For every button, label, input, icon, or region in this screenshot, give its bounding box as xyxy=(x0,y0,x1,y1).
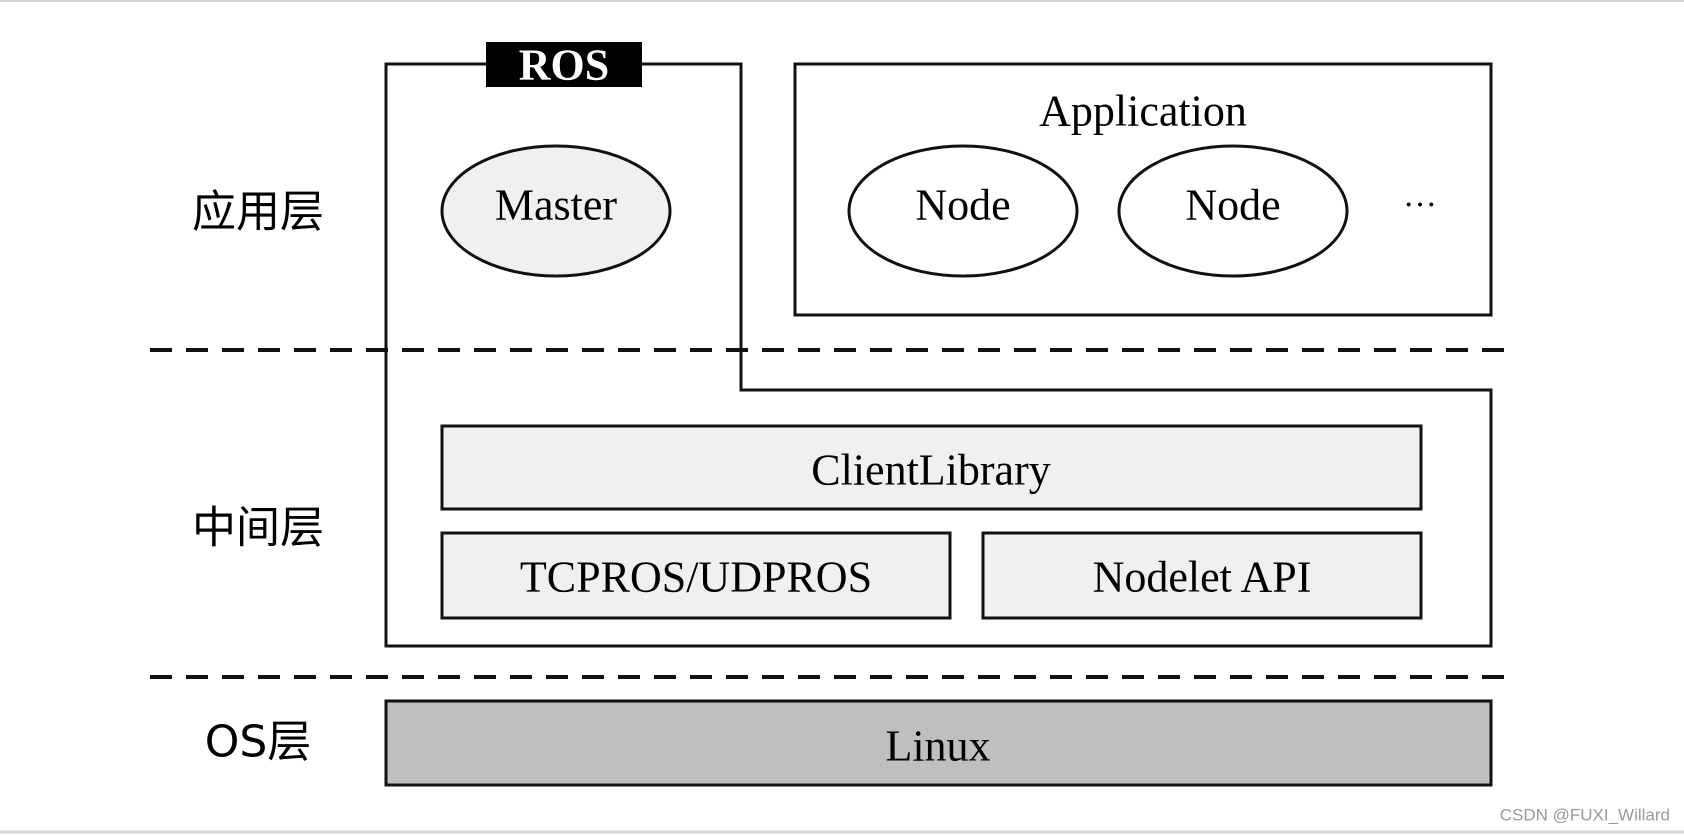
nodelet-api-label: Nodelet API xyxy=(1093,553,1312,602)
ros-tab-label: ROS xyxy=(519,41,609,90)
node-ellipse-2 xyxy=(1117,144,1349,278)
layer-label-os: OS层 xyxy=(205,717,312,768)
node-ellipse-1 xyxy=(847,144,1079,278)
layer-label-application: 应用层 xyxy=(192,187,324,238)
transport-box xyxy=(440,531,952,620)
master-ellipse xyxy=(440,144,672,278)
client-library-label: ClientLibrary xyxy=(811,446,1051,495)
linux-label: Linux xyxy=(885,722,990,771)
linux-box xyxy=(384,699,1493,787)
transport-label: TCPROS/UDPROS xyxy=(520,553,872,602)
master-label: Master xyxy=(495,181,618,230)
application-title: Application xyxy=(1039,87,1247,136)
node-label-2: Node xyxy=(1185,181,1280,230)
node-label-1: Node xyxy=(915,181,1010,230)
client-library-box xyxy=(440,424,1423,511)
watermark: CSDN @FUXI_Willard xyxy=(1500,806,1670,825)
ros-tab xyxy=(486,42,642,87)
ros-boundary xyxy=(384,62,1493,648)
nodelet-api-box xyxy=(981,531,1423,620)
application-box xyxy=(793,62,1493,317)
more-nodes-ellipsis: ··· xyxy=(1403,187,1437,224)
layer-label-middle: 中间层 xyxy=(192,503,324,554)
